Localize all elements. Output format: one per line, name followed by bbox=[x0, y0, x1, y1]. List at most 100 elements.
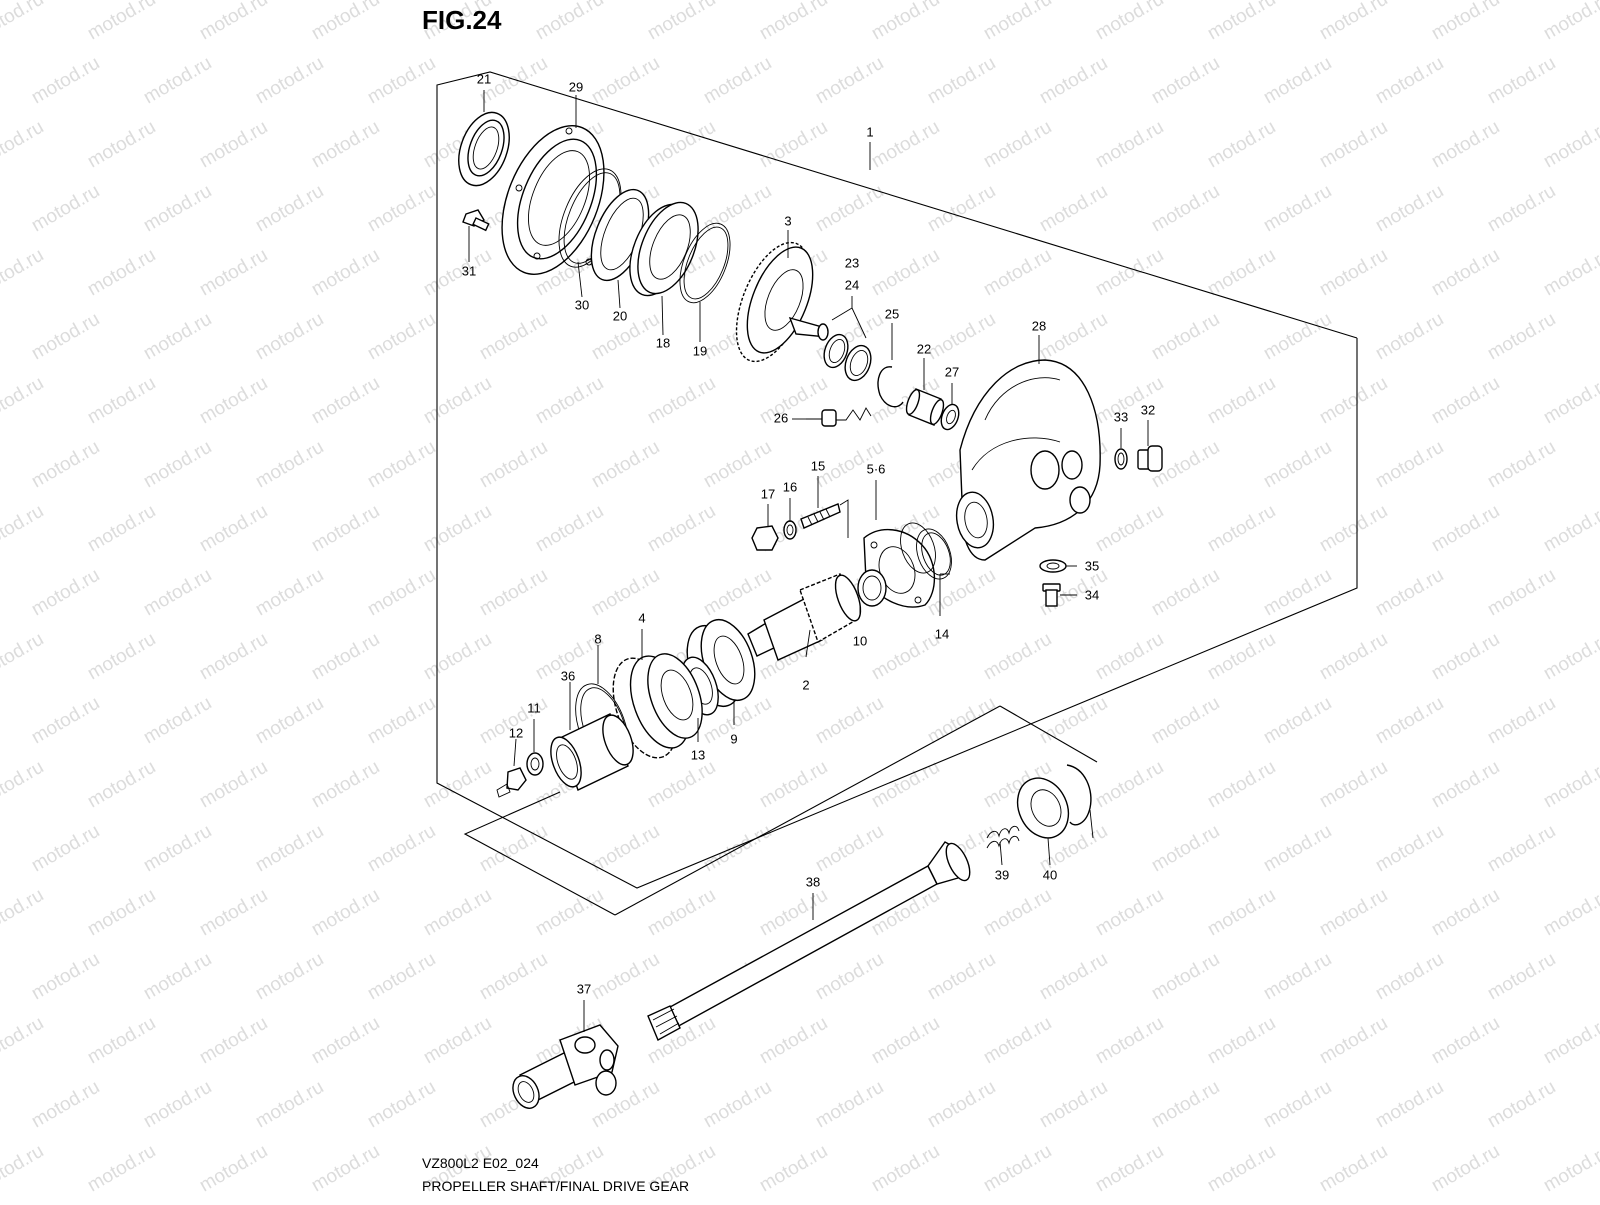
watermark-text: motod.ru bbox=[532, 373, 607, 429]
watermark-text: motod.ru bbox=[0, 629, 47, 685]
watermark-text: motod.ru bbox=[1428, 117, 1503, 173]
callout-14: 15 bbox=[811, 458, 825, 473]
callout-35: 36 bbox=[561, 668, 575, 683]
watermark-text: motod.ru bbox=[140, 565, 215, 621]
watermark-text: motod.ru bbox=[1428, 373, 1503, 429]
watermark-text: motod.ru bbox=[140, 181, 215, 237]
callout-8: 9 bbox=[730, 731, 737, 746]
watermark-text: motod.ru bbox=[1596, 1077, 1600, 1133]
watermark-text: motod.ru bbox=[1372, 949, 1447, 1005]
watermark-text: motod.ru bbox=[756, 1013, 831, 1069]
watermark-text: motod.ru bbox=[1148, 693, 1223, 749]
watermark-text: motod.ru bbox=[1092, 1013, 1167, 1069]
watermark-text: motod.ru bbox=[28, 565, 103, 621]
watermark-text: motod.ru bbox=[0, 0, 47, 44]
callout-10: 11 bbox=[527, 700, 541, 715]
part-35-coupling bbox=[550, 713, 634, 791]
watermark-text: motod.ru bbox=[1204, 501, 1279, 557]
watermark-text: motod.ru bbox=[420, 245, 495, 301]
watermark-text: motod.ru bbox=[420, 501, 495, 557]
watermark-text: motod.ru bbox=[308, 501, 383, 557]
part-25-bolt bbox=[806, 407, 872, 427]
part-9-spacer bbox=[857, 569, 887, 607]
callout-5-6: 5·6 bbox=[867, 461, 886, 476]
watermark-text: motod.ru bbox=[924, 565, 999, 621]
watermark-text: motod.ru bbox=[84, 501, 159, 557]
callout-11: 12 bbox=[509, 725, 523, 740]
watermark-text: motod.ru bbox=[1428, 245, 1503, 301]
watermark-text: motod.ru bbox=[1372, 309, 1447, 365]
watermark-text: motod.ru bbox=[1428, 501, 1503, 557]
watermark-text: motod.ru bbox=[196, 885, 271, 941]
callout-38: 39 bbox=[995, 867, 1009, 882]
watermark-text: motod.ru bbox=[1260, 1077, 1335, 1133]
watermark-text: motod.ru bbox=[1148, 181, 1223, 237]
watermark-text: motod.ru bbox=[28, 309, 103, 365]
watermark-text: motod.ru bbox=[364, 821, 439, 877]
watermark-text: motod.ru bbox=[1316, 245, 1391, 301]
watermark-text: motod.ru bbox=[252, 1077, 327, 1133]
part-38-spring bbox=[986, 825, 1020, 849]
callout-31: 32 bbox=[1141, 402, 1155, 417]
watermark-text: motod.ru bbox=[1540, 501, 1600, 557]
watermark-text: motod.ru bbox=[1372, 821, 1447, 877]
watermark-text: motod.ru bbox=[756, 1141, 831, 1197]
part-33-drain-bolt bbox=[1042, 583, 1061, 607]
watermark-text: motod.ru bbox=[1204, 629, 1279, 685]
part-3-final-driven-gear bbox=[735, 241, 829, 363]
watermark-text: motod.ru bbox=[196, 501, 271, 557]
watermark-text: motod.ru bbox=[1260, 437, 1335, 493]
watermark-text: motod.ru bbox=[308, 0, 383, 44]
watermark-text: motod.ru bbox=[812, 53, 887, 109]
watermark-text: motod.ru bbox=[1316, 501, 1391, 557]
part-16-nut bbox=[751, 525, 779, 551]
watermark-text: motod.ru bbox=[252, 181, 327, 237]
part-24-circlip bbox=[877, 366, 904, 408]
watermark-text: motod.ru bbox=[980, 629, 1055, 685]
watermark-text: motod.ru bbox=[644, 757, 719, 813]
watermark-text: motod.ru bbox=[1148, 1077, 1223, 1133]
watermark-text: motod.ru bbox=[1428, 0, 1503, 44]
watermark-text: motod.ru bbox=[1036, 53, 1111, 109]
watermark-text: motod.ru bbox=[420, 629, 495, 685]
callout-3: 3 bbox=[784, 213, 791, 228]
part-21-needle-bearing bbox=[905, 388, 945, 426]
part-13-o-rings bbox=[900, 522, 952, 580]
watermark-text: motod.ru bbox=[0, 1141, 47, 1197]
part-10-washer bbox=[526, 752, 544, 776]
part-11-nut bbox=[496, 767, 527, 798]
watermark-text: motod.ru bbox=[0, 501, 47, 557]
watermark-text: motod.ru bbox=[84, 1141, 159, 1197]
watermark-text: motod.ru bbox=[1204, 245, 1279, 301]
watermark-text: motod.ru bbox=[0, 1013, 47, 1069]
watermark-text: motod.ru bbox=[1484, 309, 1559, 365]
watermark-text: motod.ru bbox=[252, 949, 327, 1005]
watermark-text: motod.ru bbox=[1260, 565, 1335, 621]
callout-36: 37 bbox=[577, 981, 591, 996]
watermark-text: motod.ru bbox=[700, 53, 775, 109]
watermark-text: motod.ru bbox=[84, 757, 159, 813]
watermark-text: motod.ru bbox=[1428, 757, 1503, 813]
part-30-bolt bbox=[462, 209, 490, 232]
watermark-text: motod.ru bbox=[28, 181, 103, 237]
watermark-text: motod.ru bbox=[700, 565, 775, 621]
watermark-text: motod.ru bbox=[1092, 0, 1167, 44]
watermark-text: motod.ru bbox=[980, 1141, 1055, 1197]
watermark-text: motod.ru bbox=[84, 245, 159, 301]
watermark-text: motod.ru bbox=[28, 949, 103, 1005]
watermark-text: motod.ru bbox=[1484, 565, 1559, 621]
callout-33: 34 bbox=[1085, 587, 1099, 602]
watermark-text: motod.ru bbox=[700, 1077, 775, 1133]
watermark-text: motod.ru bbox=[980, 1013, 1055, 1069]
callout-30: 31 bbox=[462, 263, 476, 278]
watermark-text: motod.ru bbox=[1372, 565, 1447, 621]
watermark-text: motod.ru bbox=[420, 1013, 495, 1069]
watermark-text: motod.ru bbox=[1596, 53, 1600, 109]
watermark-text: motod.ru bbox=[0, 757, 47, 813]
watermark-text: motod.ru bbox=[1596, 565, 1600, 621]
watermark-text: motod.ru bbox=[644, 501, 719, 557]
watermark-text: motod.ru bbox=[308, 885, 383, 941]
watermark-text: motod.ru bbox=[924, 1077, 999, 1133]
watermark-text: motod.ru bbox=[1204, 117, 1279, 173]
watermark-text: motod.ru bbox=[868, 629, 943, 685]
